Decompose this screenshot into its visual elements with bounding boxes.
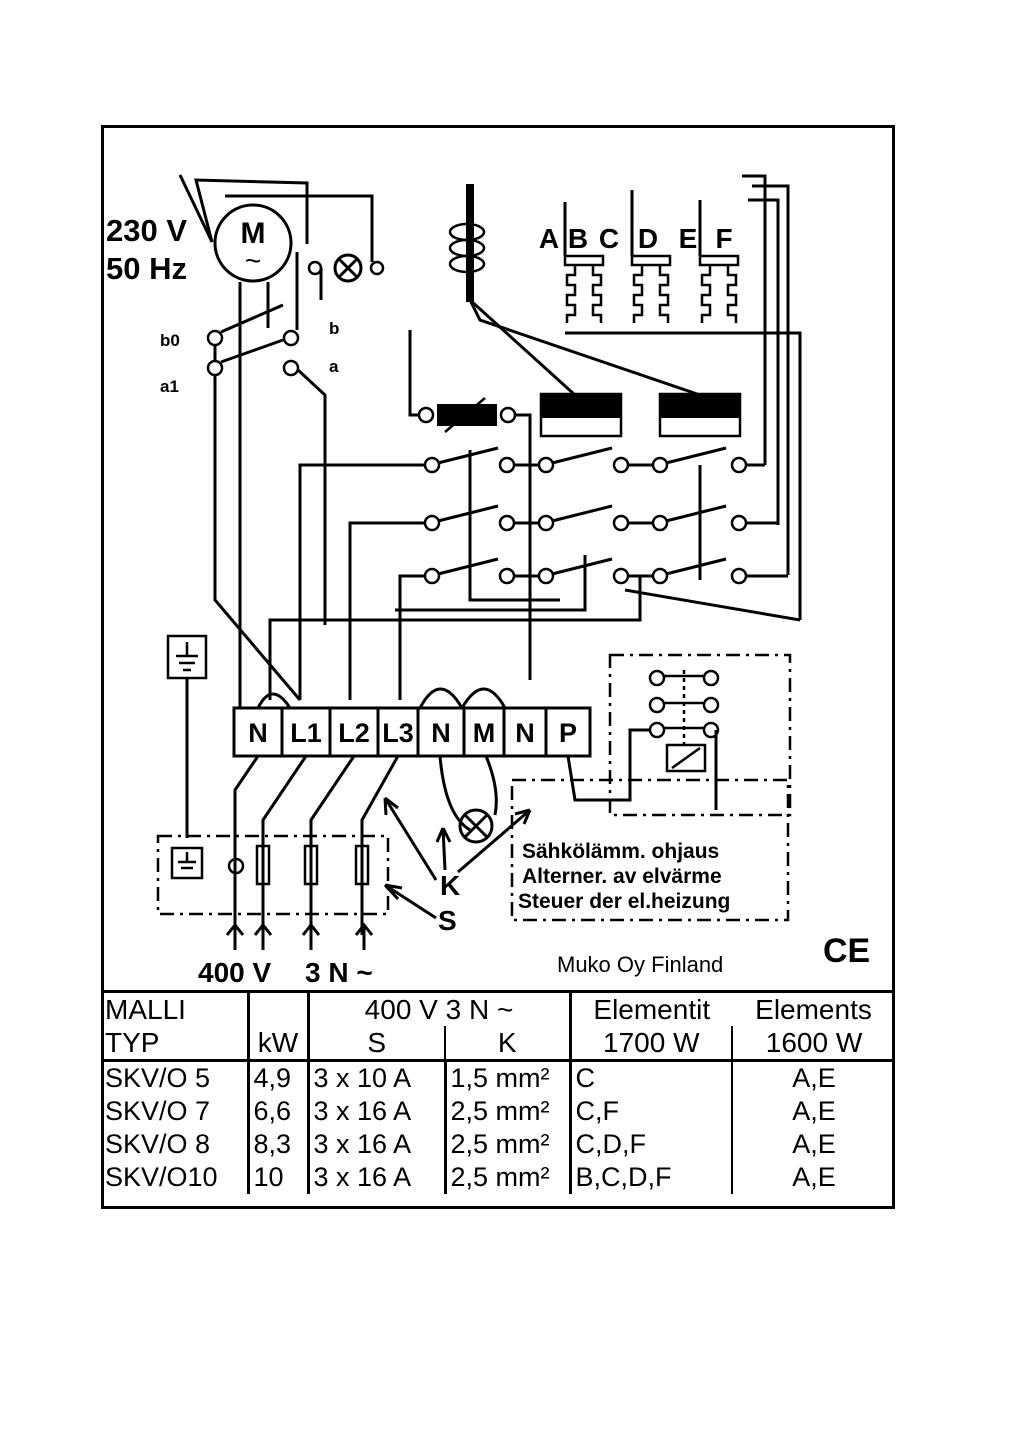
supply-bottom-phases: 3 N ~ [305,957,373,988]
row-el1600: A,E [792,1096,836,1126]
header-el1700: 1700 W [570,1026,733,1062]
ce-mark: CE [823,932,870,970]
header-cable: K [445,1026,572,1062]
earth-symbol-top [166,634,208,838]
row-el1600: A,E [792,1063,836,1093]
row-el1700: C,D,F [570,1128,733,1161]
terminal-p: P [559,718,577,748]
external-lamp-symbol [438,755,498,844]
terminal-l2: L2 [338,718,370,748]
table-header-row-2: TYP kW S K 1700 W 1600 W [101,1026,895,1062]
terminal-l1: L1 [290,718,322,748]
switch-label-b0: b0 [160,331,180,350]
header-model: MALLI [101,990,250,1026]
element-label-d: D [638,223,658,254]
supply-arrows [225,922,374,950]
element-label-e: E [679,223,698,254]
motor-letter: M [241,217,266,250]
row-el1700: C,F [570,1095,733,1128]
switch-label-a1: a1 [160,377,179,396]
row-cable: 2,5 mm² [445,1161,572,1194]
row-model: SKV/O 5 [101,1060,250,1095]
table-row: SKV/O10 10 3 x 16 A 2,5 mm² B,C,D,F A,E [101,1161,895,1194]
relay-2 [539,392,623,438]
element-label-a: A [539,223,559,254]
control-note-line-2: Alterner. av elvärme [522,865,722,888]
row-power: 4,9 [248,1060,310,1095]
motor-ac-symbol: ~ [245,245,261,276]
heating-elements: A B C D E F [539,174,802,620]
contact-rows [268,446,801,700]
row-el1600: A,E [792,1129,836,1159]
control-note-box: Sähkölämm. ohjaus Alterner. av elvärme S… [510,778,790,922]
row-power: 10 [248,1161,310,1194]
supply-frequency-label: 50 Hz [106,251,187,286]
header-fuse: S [308,1026,446,1062]
row-cable: 2,5 mm² [445,1128,572,1161]
row-el1700: C [570,1060,733,1095]
element-label-b: B [568,223,588,254]
k-s-pointers: K S [383,796,532,936]
element-label-f: F [715,223,732,254]
header-elements-en: Elements [732,990,895,1026]
relay-3 [658,392,742,438]
control-note-line-3: Steuer der el.heizung [518,890,730,913]
main-switch: b0 a1 b a [160,303,339,701]
row-cable: 1,5 mm² [445,1060,572,1095]
header-elements-fi: Elementit [570,990,732,1026]
control-note-line-1: Sähkölämm. ohjaus [522,840,719,863]
supply-fuse-box [156,834,390,916]
row-el1600: A,E [792,1162,836,1192]
row-model: SKV/O10 [101,1161,250,1194]
terminal-m: M [473,718,496,748]
terminal-n1: N [248,718,268,748]
header-power: kW [248,1026,310,1062]
element-label-c: C [599,223,619,254]
row-power: 6,6 [248,1095,310,1128]
switch-label-b: b [329,319,339,338]
supply-bottom-voltage: 400 V [198,957,271,988]
switch-label-a: a [329,357,339,376]
manufacturer-label: Muko Oy Finland [557,952,723,977]
row-cable: 2,5 mm² [445,1095,572,1128]
row-model: SKV/O 7 [101,1095,250,1128]
row-fuse: 3 x 16 A [308,1161,447,1194]
terminal-l3: L3 [382,718,414,748]
diagram-frame [101,125,895,1209]
header-el1600: 1600 W [732,1026,895,1062]
pointer-label-s: S [438,905,457,936]
terminal-n2: N [431,718,451,748]
control-unit-box [566,653,792,817]
table-header-row-1: MALLI 400 V 3 N ~ Elementit Elements [101,990,895,1026]
row-fuse: 3 x 16 A [308,1128,447,1161]
row-power: 8,3 [248,1128,310,1161]
row-el1700: B,C,D,F [570,1161,733,1194]
motor-symbol: M ~ [213,203,293,283]
supply-voltage-label: 230 V [106,213,187,248]
table-row: SKV/O 5 4,9 3 x 10 A 1,5 mm² C A,E [101,1060,895,1095]
table-row: SKV/O 8 8,3 3 x 16 A 2,5 mm² C,D,F A,E [101,1128,895,1161]
thermostat-coil [448,184,701,397]
terminal-n3: N [515,718,535,748]
table-row: SKV/O 7 6,6 3 x 16 A 2,5 mm² C,F A,E [101,1095,895,1128]
pilot-lamp-symbol [307,253,385,283]
row-fuse: 3 x 16 A [308,1095,447,1128]
row-fuse: 3 x 10 A [308,1060,447,1095]
row-model: SKV/O 8 [101,1128,250,1161]
pointer-label-k: K [440,870,460,901]
header-type: TYP [101,1026,250,1062]
terminal-block: N L1 L2 L3 N M N P [232,706,592,758]
specification-table: MALLI 400 V 3 N ~ Elementit Elements TYP… [101,990,895,1194]
header-supply: 400 V 3 N ~ [308,990,572,1026]
relay-1 [417,397,517,433]
